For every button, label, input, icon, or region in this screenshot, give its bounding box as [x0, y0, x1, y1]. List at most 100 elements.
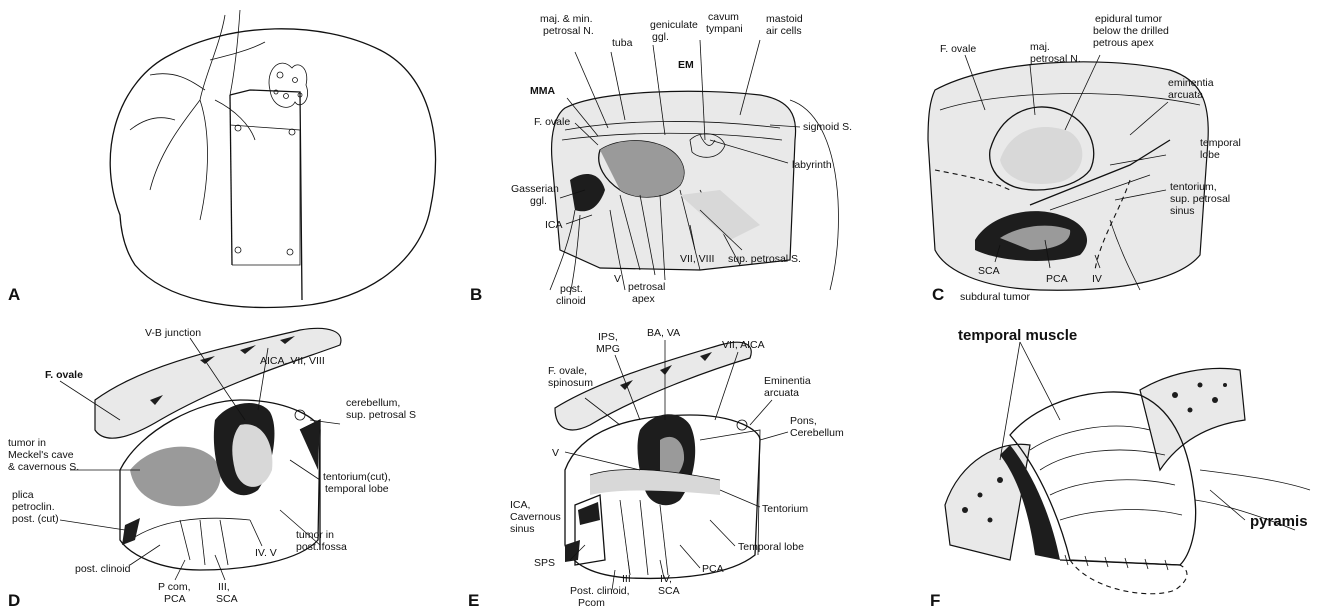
label-eminentia-c-2: arcuata	[1168, 89, 1203, 101]
label-sca-c: SCA	[978, 265, 1000, 277]
label-plica: plica	[12, 489, 34, 501]
label-em: EM	[678, 59, 694, 71]
panel-c-drawing	[928, 62, 1208, 290]
label-f-ovale-c: F. ovale	[940, 43, 976, 55]
label-maj-petrosal-c-2: petrosal N.	[1030, 53, 1081, 65]
label-tumor-meckel: tumor in	[8, 437, 46, 449]
label-petrosal-apex-2: apex	[632, 293, 656, 305]
label-ips-e: IPS,	[598, 331, 618, 343]
label-iv-c: IV	[1092, 273, 1102, 285]
panel-a-letter: A	[8, 285, 20, 304]
label-iii-e: III	[622, 573, 631, 585]
label-tentorium-d-2: temporal lobe	[325, 483, 389, 495]
label-v-e: V	[552, 447, 559, 459]
label-f-ovale-d: F. ovale	[45, 369, 83, 381]
label-mma: MMA	[530, 85, 555, 97]
label-aica-d: AICA. VII, VIII	[260, 355, 325, 367]
label-f-ovale-e-2: spinosum	[548, 377, 593, 389]
panel-a-head-outline	[110, 29, 435, 308]
label-plica-3: post. (cut)	[12, 513, 59, 525]
label-epidural: epidural tumor	[1095, 13, 1163, 25]
label-iv-sca-e: IV,	[660, 573, 672, 585]
label-tentorium-d: tentorium(cut),	[323, 471, 391, 483]
label-post-clinoid-b-2: clinoid	[556, 295, 586, 307]
label-pons-e: Pons,	[790, 415, 817, 427]
label-ica-e-2: Cavernous	[510, 511, 561, 523]
label-gasserian: Gasserian	[511, 183, 559, 195]
panel-e: IPS, MPG BA, VA VII, AICA F. ovale, spin…	[468, 327, 844, 610]
label-mastoid: mastoid	[766, 13, 803, 25]
label-eminentia-c: eminentia	[1168, 77, 1214, 89]
panel-d: V-B junction AICA. VII, VIII F. ovale ce…	[8, 327, 416, 610]
label-sup-petrosal-b: sup. petrosal S.	[728, 253, 801, 265]
label-tentorium-c-2: sup. petrosal	[1170, 193, 1230, 205]
label-iv-sca-e-2: SCA	[658, 585, 680, 597]
panel-b-letter: B	[470, 285, 482, 304]
label-v-b: V	[614, 273, 621, 285]
label-post-clinoid-d: post. clinoid	[75, 563, 131, 575]
label-geniculate-2: ggl.	[652, 31, 669, 43]
label-temporal-lobe-c: temporal	[1200, 137, 1241, 149]
label-tumor-post-2: post. fossa	[296, 541, 347, 553]
label-cavum: cavum	[708, 11, 739, 23]
label-post-clinoid-e: Post. clinoid,	[570, 585, 630, 597]
panel-c: F. ovale maj. petrosal N. epidural tumor…	[928, 13, 1241, 304]
label-pca-c: PCA	[1046, 273, 1068, 285]
label-temporal-muscle: temporal muscle	[958, 327, 1077, 344]
label-ica-b: ICA	[545, 219, 563, 231]
label-post-clinoid-e-2: Pcom	[578, 597, 605, 609]
label-f-ovale-b: F. ovale	[534, 116, 570, 128]
label-iv-v-d: IV. V	[255, 547, 277, 559]
label-tentorium-c: tentorium,	[1170, 181, 1217, 193]
label-cerebellum-d-2: sup. petrosal S	[346, 409, 416, 421]
label-cerebellum-d: cerebellum,	[346, 397, 400, 409]
label-maj-min-petrosal: maj. & min.	[540, 13, 593, 25]
panel-a: A	[8, 10, 436, 307]
label-eminentia-e: Eminentia	[764, 375, 811, 387]
label-plica-2: petroclin.	[12, 501, 55, 513]
panel-d-letter: D	[8, 591, 20, 610]
label-iii-sca-d-2: SCA	[216, 593, 238, 605]
label-eminentia-e-2: arcuata	[764, 387, 799, 399]
label-tumor-meckel-3: & cavernous S.	[8, 461, 79, 473]
label-geniculate: geniculate	[650, 19, 698, 31]
label-sps-e: SPS	[534, 557, 555, 569]
panel-f-letter: F	[930, 591, 940, 610]
label-tumor-meckel-2: Meckel's cave	[8, 449, 74, 461]
label-vii-aica: VII, AICA	[722, 339, 765, 351]
label-pons-e-2: Cerebellum	[790, 427, 844, 439]
label-vii-viii-b: VII, VIII	[680, 253, 714, 265]
label-maj-min-petrosal-2: petrosal N.	[543, 25, 594, 37]
label-mastoid-2: air cells	[766, 25, 802, 37]
label-maj-petrosal-c: maj.	[1030, 41, 1050, 53]
label-labyrinth: labyrinth	[792, 159, 832, 171]
panel-e-letter: E	[468, 591, 479, 610]
label-tentorium-c-3: sinus	[1170, 205, 1195, 217]
label-tumor-post: tumor in	[296, 529, 334, 541]
label-petrosal-apex: petrosal	[628, 281, 665, 293]
label-ips-e-2: MPG	[596, 343, 620, 355]
label-tuba: tuba	[612, 37, 633, 49]
label-vb-junction: V-B junction	[145, 327, 201, 339]
label-tentorium-e: Tentorium	[762, 503, 808, 515]
label-iii-sca-d: III,	[218, 581, 230, 593]
label-f-ovale-e: F. ovale,	[548, 365, 587, 377]
label-pcom-d-2: PCA	[164, 593, 186, 605]
label-temporal-lobe-c-2: lobe	[1200, 149, 1220, 161]
label-cavum-2: tympani	[706, 23, 743, 35]
label-ica-e: ICA,	[510, 499, 530, 511]
label-temporal-lobe-e: Temporal lobe	[738, 541, 804, 553]
panel-f-drawing	[945, 368, 1310, 593]
panel-c-letter: C	[932, 285, 944, 304]
label-ica-e-3: sinus	[510, 523, 535, 535]
label-epidural-3: petrous apex	[1093, 37, 1154, 49]
label-post-clinoid-b: post.	[560, 283, 583, 295]
label-pyramis: pyramis	[1250, 513, 1308, 530]
label-ba-va: BA, VA	[647, 327, 680, 339]
label-sigmoid: sigmoid S.	[803, 121, 852, 133]
label-gasserian-2: ggl.	[530, 195, 547, 207]
panel-a-vessels	[130, 10, 265, 220]
label-subdural: subdural tumor	[960, 291, 1031, 303]
panel-b: maj. & min. petrosal N. tuba geniculate …	[470, 11, 852, 307]
